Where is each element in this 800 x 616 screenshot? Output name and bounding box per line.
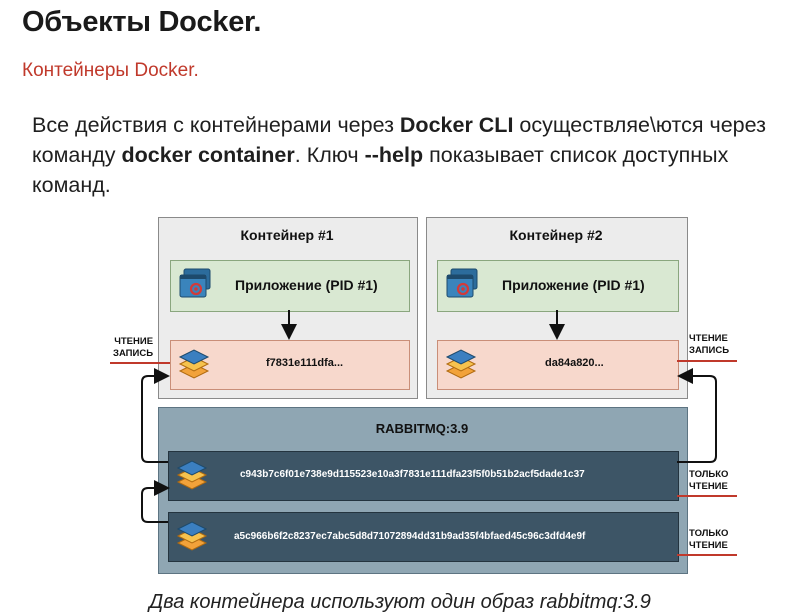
readonly-2-only: ТОЛЬКО	[689, 528, 729, 539]
readonly-1-only: ТОЛЬКО	[689, 469, 729, 480]
container-1-app-label: Приложение (PID #1)	[235, 277, 378, 293]
page-title: Объекты Docker.	[22, 6, 262, 38]
readonly-line-2	[677, 554, 737, 556]
readonly-label-2: ТОЛЬКО ЧТЕНИЕ	[689, 528, 728, 552]
application-window-icon	[445, 267, 481, 303]
right-write-label: ЗАПИСЬ	[689, 345, 730, 356]
readonly-1-read: ЧТЕНИЕ	[689, 481, 728, 492]
application-window-icon	[178, 267, 214, 303]
container-1-title: Контейнер #1	[240, 227, 334, 243]
para-bold-docker-container: docker container	[121, 143, 295, 167]
para-text-3: . Ключ	[294, 143, 365, 167]
image-layer-1-id: c943b7c6f01e738e9d115523e10a3f7831e111df…	[240, 469, 585, 480]
right-rw-label: ЧТЕНИЕ ЗАПИСЬ	[689, 333, 729, 357]
layers-stack-icon	[174, 517, 210, 555]
para-bold-help: --help	[364, 143, 424, 167]
left-write-label: ЗАПИСЬ	[113, 348, 154, 359]
para-text-1: Все действия с контейнерами через	[32, 113, 400, 137]
arrow-right	[677, 368, 717, 463]
image-layer-2-id: a5c966b6f2c8237ec7abc5d8d71072894dd31b9a…	[234, 531, 586, 542]
left-read-label: ЧТЕНИЕ	[114, 336, 154, 347]
slide-caption: Два контейнера используют один образ rab…	[149, 591, 651, 613]
para-text-2: осуществляе\ются через команду	[32, 113, 766, 167]
image-layer-1	[168, 451, 679, 501]
container-2-title: Контейнер #2	[509, 227, 603, 243]
layers-stack-icon	[174, 456, 210, 494]
container-2-layer-id: da84a820...	[545, 357, 604, 369]
arrow-left-upper	[141, 368, 170, 463]
para-bold-docker-cli: Docker CLI	[399, 113, 514, 137]
container-2-rw-layer	[437, 340, 679, 390]
container-1-layer-id: f7831e111dfa...	[266, 357, 344, 369]
readonly-line-1	[677, 495, 737, 497]
page-subtitle: Контейнеры Docker.	[22, 60, 199, 81]
arrow-left-lower	[141, 480, 170, 523]
para-text-4: показывает список доступных команд.	[32, 143, 729, 197]
readonly-2-read: ЧТЕНИЕ	[689, 540, 728, 551]
left-rw-label: ЧТЕНИЕ ЗАПИСЬ	[113, 336, 153, 360]
readonly-label-1: ТОЛЬКО ЧТЕНИЕ	[689, 469, 728, 493]
right-read-label: ЧТЕНИЕ	[689, 333, 728, 344]
image-layer-2	[168, 512, 679, 562]
description-paragraph: Все действия с контейнерами через Docker…	[32, 110, 772, 200]
container-1-rw-layer	[170, 340, 410, 390]
right-rw-line	[677, 360, 737, 362]
layers-stack-icon	[443, 345, 479, 383]
left-rw-line	[110, 362, 170, 364]
container-2-app-label: Приложение (PID #1)	[502, 277, 645, 293]
image-title: RABBITMQ:3.9	[375, 421, 469, 436]
layers-stack-icon	[176, 345, 212, 383]
